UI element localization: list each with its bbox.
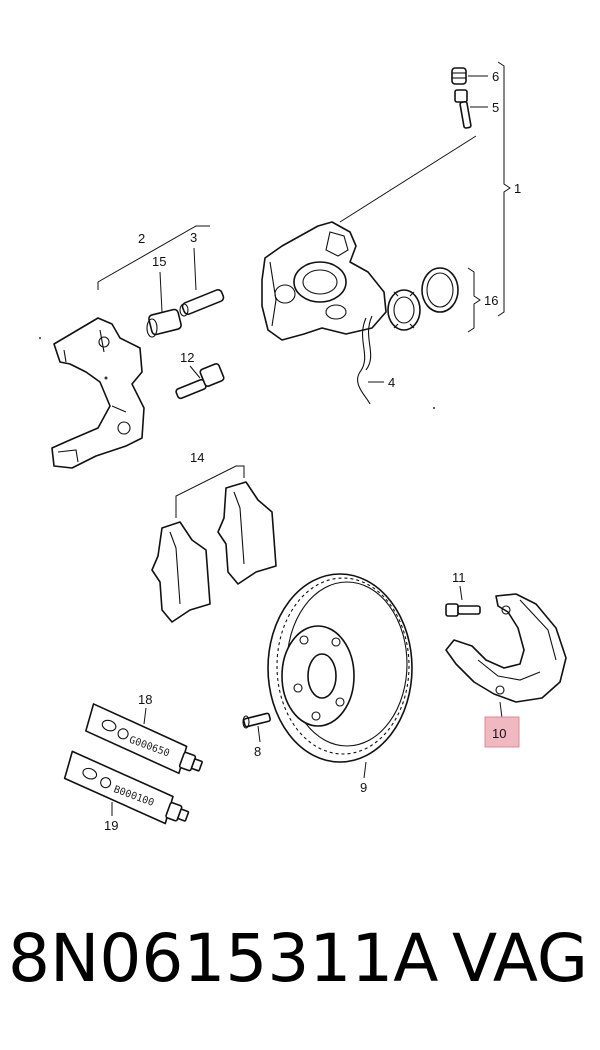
bleeder-cap (451, 67, 467, 85)
callout-1: 1 (514, 181, 521, 196)
callout-16: 16 (484, 293, 498, 308)
cable-tie (357, 315, 373, 405)
brake-disc (267, 573, 413, 763)
caliper-carrier-bracket (51, 317, 145, 469)
piston-seal-ring (387, 289, 421, 331)
disc-retaining-screw (242, 712, 271, 729)
callout-18: 18 (138, 692, 152, 707)
callout-14: 14 (190, 450, 204, 465)
callout-9: 9 (360, 780, 367, 795)
caliper-gasket (421, 267, 459, 313)
callout-2: 2 (138, 231, 145, 246)
brake-assembly-diagram: 6 5 1 16 4 2 (39, 61, 567, 833)
callout-15: 15 (152, 254, 166, 269)
callout-10-highlight (484, 716, 520, 748)
callout-4: 4 (388, 375, 395, 390)
callout-3: 3 (190, 230, 197, 245)
brand-name: VAG (451, 920, 588, 997)
callout-8: 8 (254, 744, 261, 759)
brake-pad-right (217, 481, 277, 585)
callout-12: 12 (180, 350, 194, 365)
guide-pin (179, 288, 225, 317)
brake-splash-shield (445, 593, 567, 703)
part-footer: 8N0615311A VAG (0, 920, 600, 1020)
caliper-hex-bolt (175, 363, 225, 400)
callout-11: 11 (452, 570, 466, 585)
brake-pad-left (151, 521, 211, 623)
grease-tube-lower: B000100 (63, 750, 190, 825)
splash-shield-bolt (445, 603, 481, 617)
part-number: 8N0615311A (8, 920, 439, 997)
callout-5: 5 (492, 100, 499, 115)
callout-6: 6 (492, 69, 499, 84)
brake-caliper-housing (261, 221, 387, 341)
callout-10: 10 (492, 726, 506, 741)
bleeder-screw (454, 89, 472, 129)
callout-19: 19 (104, 818, 118, 833)
guide-sleeve (146, 308, 182, 338)
